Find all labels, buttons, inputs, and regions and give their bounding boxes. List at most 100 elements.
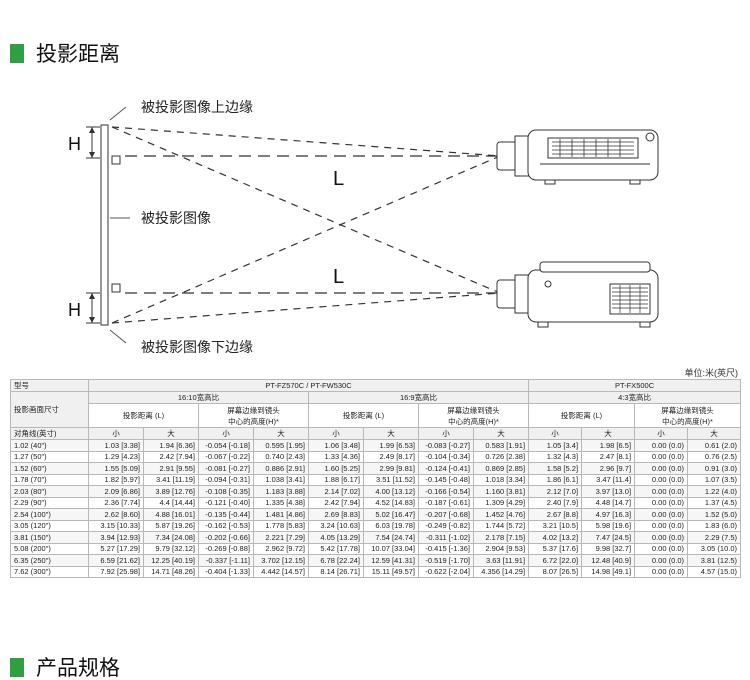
table-cell-a1: 1.29 [4.23]: [88, 450, 144, 463]
table-cell-b4: 2.178 [7.15]: [472, 531, 530, 544]
table-cell-c1: 1.58 [5.2]: [528, 462, 583, 475]
table-cell-a1: 6.59 [21.62]: [88, 554, 144, 567]
table-cell-a3: -0.162 [-0.53]: [198, 519, 254, 532]
table-cell-a3: -0.054 [-0.18]: [198, 439, 254, 452]
table-cell-a4: 1.335 [4.38]: [253, 496, 309, 509]
table-cell-b2: 7.54 [24.74]: [363, 531, 419, 544]
table-cell-a4: 1.038 [3.41]: [253, 473, 309, 486]
table-cell-diag: 7.62 (300"): [10, 565, 89, 578]
table-cell-a2: 14.71 [48.26]: [143, 565, 199, 578]
table-cell-c2: 4.97 [16.3]: [581, 508, 636, 521]
table-cell-b1: 2.69 [8.83]: [308, 508, 364, 521]
table-cell-b3: -0.519 [-1.70]: [418, 554, 474, 567]
model-b-header: PT-FX500C: [528, 379, 742, 392]
table-cell-c4: 1.83 (6.0): [687, 519, 742, 532]
table-cell-b3: -0.207 [-0.68]: [418, 508, 474, 521]
model-header: 型号: [10, 379, 89, 392]
table-cell-b1: 8.14 [26.71]: [308, 565, 364, 578]
table-cell-c4: 2.29 (7.5): [687, 531, 742, 544]
max-header: 大: [581, 427, 636, 440]
table-cell-diag: 5.08 (200"): [10, 542, 89, 555]
projector-bottom-icon: [496, 261, 659, 328]
table-cell-b3: -0.415 [-1.36]: [418, 542, 474, 555]
table-cell-b4: 1.309 [4.29]: [472, 496, 530, 509]
max-header: 大: [253, 427, 309, 440]
max-header: 大: [143, 427, 199, 440]
table-cell-c2: 2.96 [9.7]: [581, 462, 636, 475]
table-cell-a1: 5.27 [17.29]: [88, 542, 144, 555]
table-cell-b1: 3.24 [10.63]: [308, 519, 364, 532]
table-cell-a1: 1.55 [5.09]: [88, 462, 144, 475]
table-cell-a2: 5.87 [19.26]: [143, 519, 199, 532]
table-cell-a2: 4.88 [16.01]: [143, 508, 199, 521]
table-cell-b1: 1.60 [5.25]: [308, 462, 364, 475]
table-cell-c2: 5.98 [19.6]: [581, 519, 636, 532]
table-cell-a3: -0.081 [-0.27]: [198, 462, 254, 475]
throw-distance-table: 型号 PT-FZ570C / PT-FW530C PT-FX500C 投影画面尺…: [10, 379, 742, 578]
table-cell-a1: 2.09 [6.86]: [88, 485, 144, 498]
table-cell-a4: 4.442 [14.57]: [253, 565, 309, 578]
label-projected-image: 被投影图像: [141, 211, 211, 227]
table-cell-c1: 5.37 [17.6]: [528, 542, 583, 555]
min-header: 小: [88, 427, 144, 440]
table-cell-diag: 2.54 (100"): [10, 508, 89, 521]
table-cell-c3: 0.00 (0.0): [634, 462, 689, 475]
table-cell-b1: 1.33 [4.36]: [308, 450, 364, 463]
section-marker: [10, 657, 24, 677]
section-title: 产品规格: [36, 656, 120, 680]
table-cell-b1: 1.06 [3.48]: [308, 439, 364, 452]
table-cell-c4: 4.57 (15.0): [687, 565, 742, 578]
table-cell-c1: 6.72 [22.0]: [528, 554, 583, 567]
table-row: 1.52 (60")1.55 [5.09]2.91 [9.55]-0.081 […: [10, 462, 742, 475]
table-cell-a3: -0.108 [-0.35]: [198, 485, 254, 498]
table-cell-c3: 0.00 (0.0): [634, 565, 689, 578]
table-cell-c2: 9.98 [32.7]: [581, 542, 636, 555]
table-cell-b1: 5.42 [17.78]: [308, 542, 364, 555]
table-cell-c1: 1.32 [4.3]: [528, 450, 583, 463]
table-cell-a3: -0.121 [-0.40]: [198, 496, 254, 509]
unit-label: 单位:米(英尺): [684, 368, 739, 378]
table-row: 2.03 (80")2.09 [6.86]3.89 [12.76]-0.108 …: [10, 485, 742, 498]
min-header: 小: [418, 427, 474, 440]
table-cell-b2: 2.49 [8.17]: [363, 450, 419, 463]
table-cell-diag: 2.29 (90"): [10, 496, 89, 509]
table-cell-diag: 1.52 (60"): [10, 462, 89, 475]
table-cell-b2: 5.02 [16.47]: [363, 508, 419, 521]
table-cell-c2: 1.98 [6.5]: [581, 439, 636, 452]
aspect-header-16-9: 16:9宽高比: [307, 391, 530, 404]
table-cell-a1: 7.92 [25.98]: [88, 565, 144, 578]
table-cell-a4: 2.221 [7.29]: [253, 531, 309, 544]
table-cell-b3: -0.187 [-0.61]: [418, 496, 474, 509]
min-header: 小: [634, 427, 689, 440]
beam-top-upper: [111, 126, 501, 157]
height-header: 屏幕边缘到镜头中心的高度(H)*: [634, 403, 742, 428]
table-cell-b4: 1.744 [5.72]: [472, 519, 530, 532]
table-cell-a4: 0.886 [2.91]: [253, 462, 309, 475]
table-cell-b1: 2.14 [7.02]: [308, 485, 364, 498]
table-cell-diag: 3.05 (120"): [10, 519, 89, 532]
table-row: 3.05 (120")3.15 [10.33]5.87 [19.26]-0.16…: [10, 519, 742, 532]
table-cell-a3: -0.094 [-0.31]: [198, 473, 254, 486]
table-cell-c3: 0.00 (0.0): [634, 473, 689, 486]
beam-bottom-upper: [111, 126, 501, 294]
table-cell-c3: 0.00 (0.0): [634, 439, 689, 452]
table-cell-diag: 1.02 (40"): [10, 439, 89, 452]
table-cell-c4: 3.81 (12.5): [687, 554, 742, 567]
table-cell-c2: 3.47 [11.4]: [581, 473, 636, 486]
table-cell-a2: 4.4 [14.44]: [143, 496, 199, 509]
table-cell-diag: 3.81 (150"): [10, 531, 89, 544]
table-cell-b2: 15.11 [49.57]: [363, 565, 419, 578]
table-cell-b1: 4.05 [13.29]: [308, 531, 364, 544]
label-bottom-edge: 被投影图像下边缘: [141, 340, 253, 356]
table-cell-c2: 7.47 [24.5]: [581, 531, 636, 544]
table-cell-b4: 0.583 [1.91]: [472, 439, 530, 452]
table-cell-b2: 2.99 [9.81]: [363, 462, 419, 475]
table-cell-c2: 4.48 [14.7]: [581, 496, 636, 509]
table-cell-a3: -0.067 [-0.22]: [198, 450, 254, 463]
table-cell-c2: 14.98 [49.1]: [581, 565, 636, 578]
table-cell-diag: 1.27 (50"): [10, 450, 89, 463]
table-cell-b4: 4.356 [14.29]: [472, 565, 530, 578]
table-cell-a4: 3.702 [12.15]: [253, 554, 309, 567]
table-cell-a2: 7.34 [24.08]: [143, 531, 199, 544]
table-cell-b4: 3.63 [11.91]: [472, 554, 530, 567]
